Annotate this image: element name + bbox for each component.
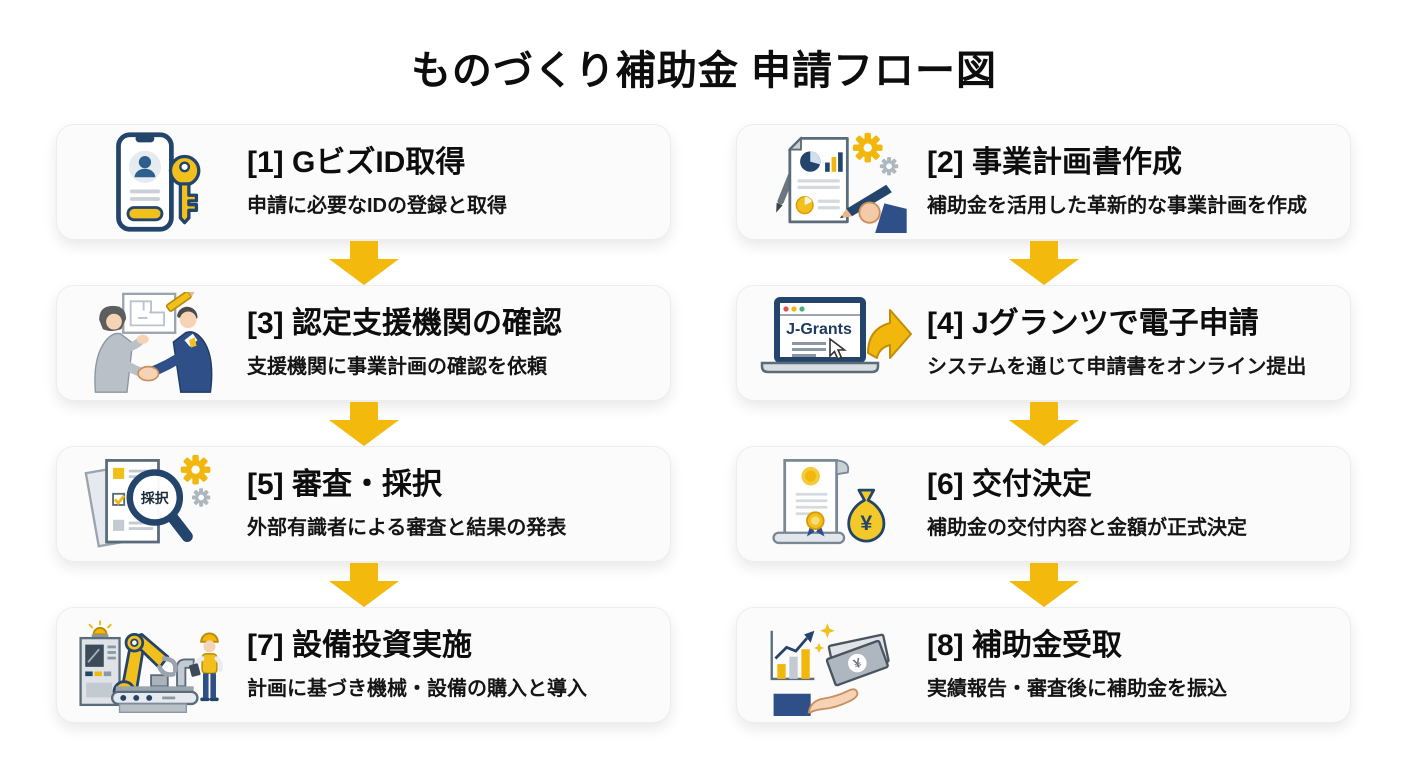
subsidy-receive-icon: ¥	[737, 614, 927, 716]
step-subtitle: 補助金を活用した革新的な事業計画を作成	[927, 194, 1307, 217]
flow-arrow-row	[56, 240, 671, 285]
flow-grid: [1] GビズID取得 申請に必要なIDの登録と取得	[0, 124, 1408, 723]
step-title: [3] 認定支援機関の確認	[247, 307, 562, 341]
step-title: [2] 事業計画書作成	[927, 146, 1182, 180]
step-card-8: ¥ [8] 補助金受取 実績報告・審査後に補助金を振込	[736, 607, 1351, 723]
step-card-6: ¥ [6] 交付決定 補助金の交付内容と金額が正式決定	[736, 446, 1351, 562]
down-arrow-icon	[328, 240, 399, 285]
step-subtitle: 実績報告・審査後に補助金を振込	[927, 677, 1227, 700]
yen-symbol-label: ¥	[860, 511, 872, 535]
step-card-4: J-Grants [4] Jグランツで電子申請 システムを通じて申請書をオンライ…	[736, 285, 1351, 401]
step-title: [8] 補助金受取	[927, 629, 1122, 663]
step-subtitle: 計画に基づき機械・設備の購入と導入	[247, 677, 587, 700]
step-title: [7] 設備投資実施	[247, 629, 472, 663]
handshake-meeting-icon	[57, 292, 247, 394]
review-magnifier-icon: 採択	[57, 453, 247, 555]
step-title: [5] 審査・採択	[247, 468, 442, 502]
step-subtitle: システムを通じて申請書をオンライン提出	[927, 355, 1307, 378]
flow-arrow-row	[736, 240, 1351, 285]
phone-id-key-icon	[57, 131, 247, 233]
step-subtitle: 支援機関に事業計画の確認を依頼	[247, 355, 547, 378]
certificate-moneybag-icon: ¥	[737, 453, 927, 555]
jgrants-laptop-icon: J-Grants	[737, 293, 927, 393]
down-arrow-icon	[1008, 240, 1079, 285]
step-card-1: [1] GビズID取得 申請に必要なIDの登録と取得	[56, 124, 671, 240]
step-subtitle: 外部有識者による審査と結果の発表	[247, 516, 567, 539]
step-title: [4] Jグランツで電子申請	[927, 307, 1259, 341]
page-title: ものづくり補助金 申請フロー図	[410, 49, 998, 93]
down-arrow-icon	[328, 562, 399, 607]
flow-column-right: [2] 事業計画書作成 補助金を活用した革新的な事業計画を作成	[736, 124, 1351, 723]
step-card-5: 採択 [5] 審査・採択 外部有識者による審査と結果の発表	[56, 446, 671, 562]
step-subtitle: 申請に必要なIDの登録と取得	[247, 194, 507, 217]
flow-arrow-row	[56, 401, 671, 446]
step-card-7: [7] 設備投資実施 計画に基づき機械・設備の購入と導入	[56, 607, 671, 723]
business-plan-writing-icon	[737, 131, 927, 233]
step-title: [6] 交付決定	[927, 468, 1092, 502]
step-card-2: [2] 事業計画書作成 補助金を活用した革新的な事業計画を作成	[736, 124, 1351, 240]
down-arrow-icon	[328, 401, 399, 446]
flow-arrow-row	[56, 562, 671, 607]
down-arrow-icon	[1008, 562, 1079, 607]
flow-arrow-row	[736, 562, 1351, 607]
jgrants-screen-label: J-Grants	[786, 321, 852, 338]
step-subtitle: 補助金の交付内容と金額が正式決定	[927, 516, 1247, 539]
down-arrow-icon	[1008, 401, 1079, 446]
flow-column-left: [1] GビズID取得 申請に必要なIDの登録と取得	[56, 124, 671, 723]
factory-equipment-icon	[57, 614, 247, 716]
magnifier-label: 採択	[141, 490, 170, 506]
step-title: [1] GビズID取得	[247, 146, 466, 180]
flow-arrow-row	[736, 401, 1351, 446]
step-card-3: [3] 認定支援機関の確認 支援機関に事業計画の確認を依頼	[56, 285, 671, 401]
